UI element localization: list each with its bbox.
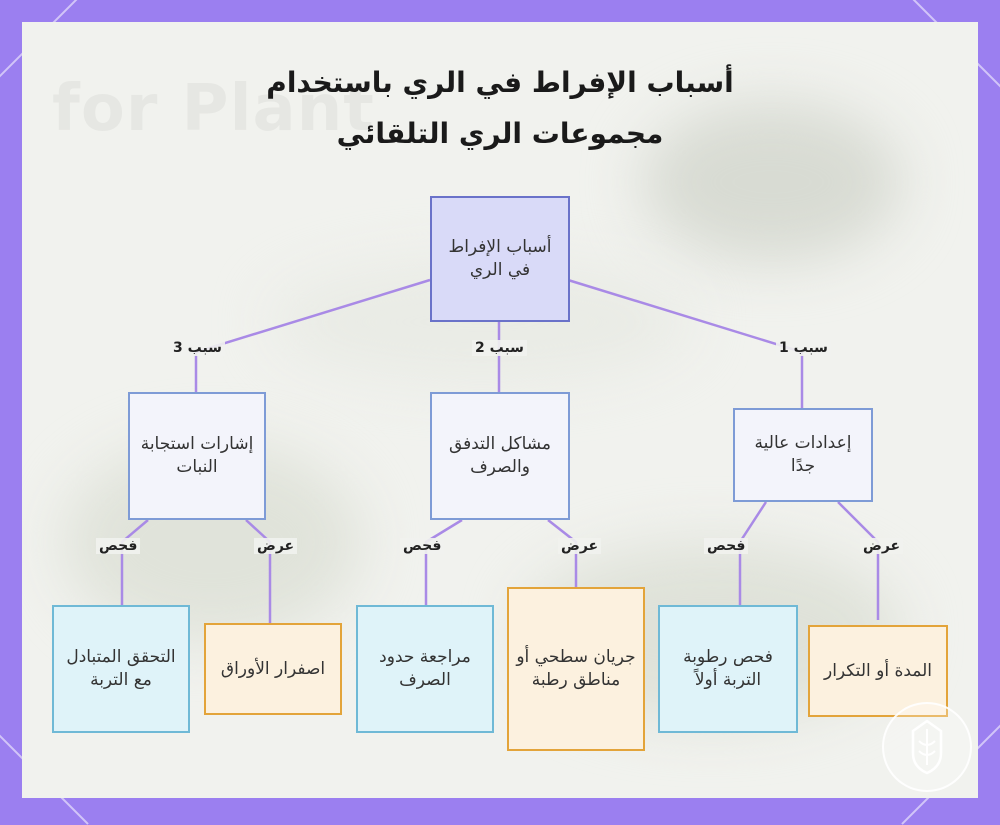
- edge-label-cause3: سبب 3: [170, 340, 225, 356]
- background-blur: [642, 102, 902, 262]
- edge-cause2-symptom: [547, 519, 578, 588]
- diagram-title-line2: مجموعات الري التلقائي: [336, 117, 664, 150]
- diagram-card: for Plant أسباب الإفراط في الري باستخدام…: [22, 22, 978, 798]
- shield-logo-icon: [882, 702, 972, 792]
- symptom-node-2: جريان سطحي أو مناطق رطبة: [507, 587, 645, 751]
- edge-label-cause1: سبب 1: [776, 340, 831, 356]
- edge-label-check-2: فحص: [400, 538, 445, 554]
- edge-root-cause3: [194, 278, 431, 394]
- cause-node-2: مشاكل التدفق والصرف: [430, 392, 570, 520]
- edge-label-symptom-1: عرض: [860, 538, 904, 554]
- cause-node-1: إعدادات عالية جدًا: [733, 408, 873, 502]
- root-node: أسباب الإفراط في الري: [430, 196, 570, 322]
- check-node-2: مراجعة حدود الصرف: [356, 605, 494, 733]
- edge-label-check-1: فحص: [704, 538, 749, 554]
- edge-cause3-check: [120, 519, 149, 606]
- edge-cause1-symptom: [837, 501, 880, 620]
- symptom-node-3: اصفرار الأوراق: [204, 623, 342, 715]
- edge-label-symptom-2: عرض: [558, 538, 602, 554]
- background-watermark-text: for Plant: [52, 72, 375, 146]
- edge-cause2-check: [424, 518, 463, 606]
- check-node-3: التحقق المتبادل مع التربة: [52, 605, 190, 733]
- check-node-1: فحص رطوبة التربة أولاً: [658, 605, 798, 733]
- edge-label-check-3: فحص: [96, 538, 141, 554]
- cause-node-3: إشارات استجابة النبات: [128, 392, 266, 520]
- edge-label-symptom-3: عرض: [254, 538, 298, 554]
- edge-label-cause2: سبب 2: [472, 340, 527, 356]
- edge-cause1-check: [738, 501, 768, 606]
- edge-root-cause1: [567, 278, 804, 410]
- edge-cause3-symptom: [245, 519, 272, 624]
- symptom-node-1: المدة أو التكرار: [808, 625, 948, 717]
- diagram-title-line1: أسباب الإفراط في الري باستخدام: [266, 66, 734, 99]
